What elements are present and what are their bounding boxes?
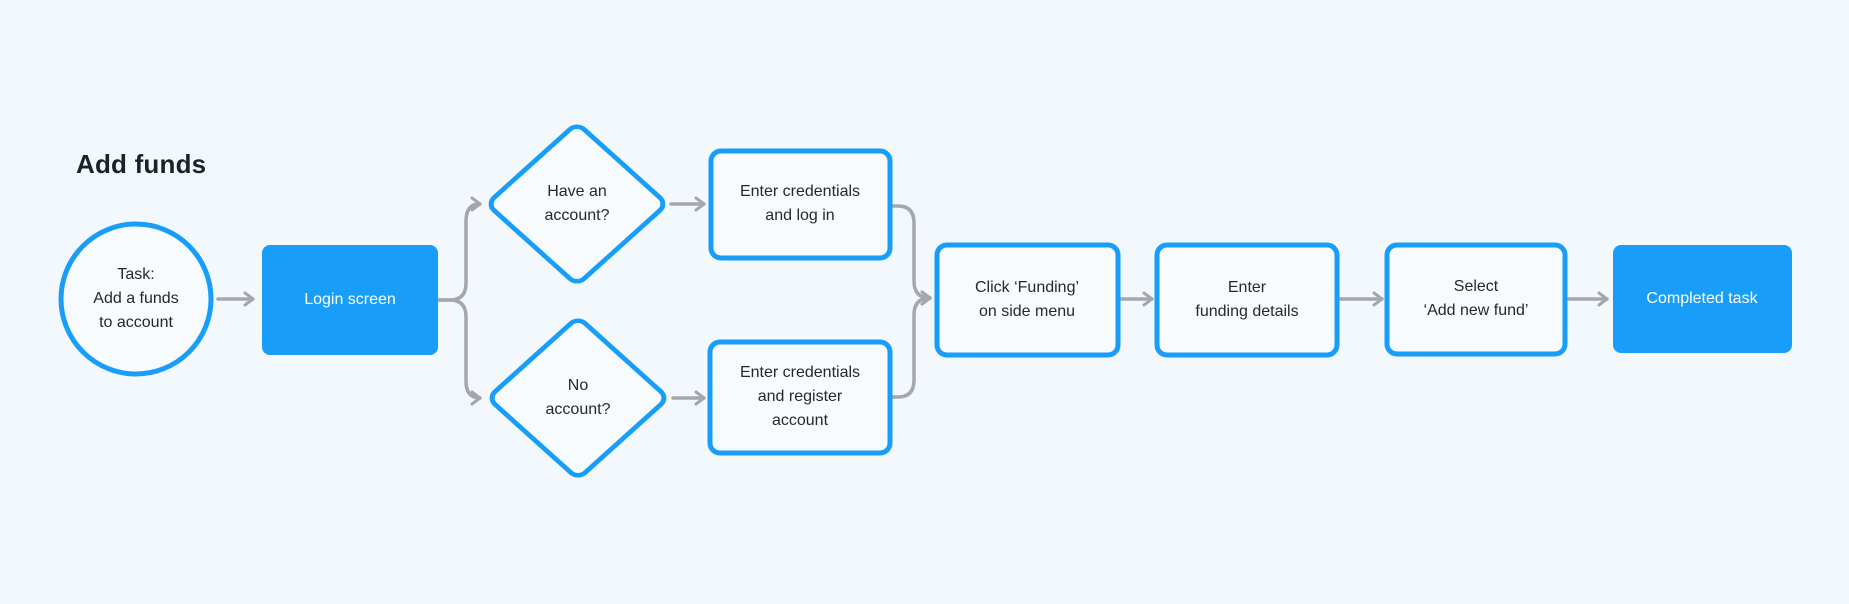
funding-box-shape[interactable] bbox=[934, 242, 1121, 358]
start-line-2: Add a funds bbox=[93, 290, 179, 307]
connector-log-in-to-funding bbox=[889, 204, 932, 306]
select-box-shape[interactable] bbox=[1384, 242, 1568, 357]
register-label: Enter credentials and register account bbox=[739, 364, 861, 429]
funding-label: Click ‘Funding’ on side menu bbox=[974, 279, 1080, 320]
have-account-label: Have an account? bbox=[544, 183, 610, 224]
register-box-shape[interactable] bbox=[707, 339, 893, 456]
details-label: Enter funding details bbox=[1195, 279, 1299, 320]
completed-box-shape[interactable] bbox=[1613, 245, 1792, 353]
start-line-1: Task: bbox=[117, 266, 155, 283]
connector-login-to-no-account bbox=[437, 298, 482, 406]
no-account-label: No account? bbox=[545, 377, 611, 418]
select-label: Select ‘Add new fund’ bbox=[1423, 278, 1529, 319]
log-in-box-shape[interactable] bbox=[708, 148, 893, 261]
have-account-diamond-shape[interactable] bbox=[487, 123, 667, 285]
details-box-shape[interactable] bbox=[1154, 242, 1340, 358]
connector-register-to-funding bbox=[889, 290, 932, 399]
login-screen-shape[interactable] bbox=[262, 245, 438, 355]
diagram-title: Add funds bbox=[76, 149, 207, 179]
start-circle-shape[interactable] bbox=[58, 221, 214, 377]
start-line-3: to account bbox=[99, 314, 173, 331]
completed-task-label: Completed task bbox=[1646, 290, 1758, 307]
no-account-diamond-shape[interactable] bbox=[488, 317, 668, 479]
connector-login-to-have-account bbox=[437, 196, 482, 302]
log-in-label: Enter credentials and log in bbox=[739, 183, 861, 224]
login-screen-label: Login screen bbox=[304, 291, 396, 308]
start-node-label: Task: Add a funds to account bbox=[93, 263, 178, 335]
